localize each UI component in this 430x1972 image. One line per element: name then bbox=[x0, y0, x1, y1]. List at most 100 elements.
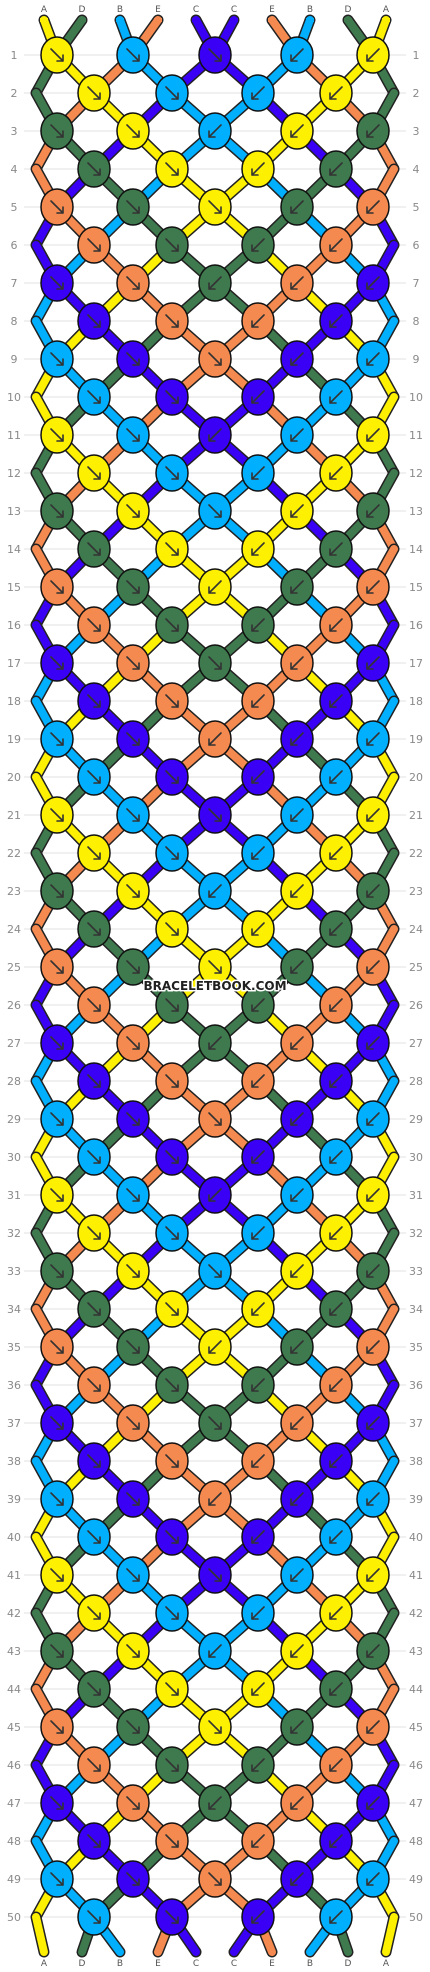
knot bbox=[356, 796, 390, 834]
row-number-right: 32 bbox=[409, 1227, 423, 1240]
forward-knot-icon bbox=[50, 960, 64, 974]
row-number-left: 17 bbox=[7, 657, 21, 670]
knot bbox=[116, 872, 150, 910]
strand-letter-top: E bbox=[269, 5, 275, 15]
backward-knot-icon bbox=[329, 238, 343, 252]
row-number-right: 43 bbox=[409, 1645, 423, 1658]
knot bbox=[241, 1366, 275, 1404]
backward-knot-icon bbox=[366, 1188, 380, 1202]
backward-knot-icon bbox=[251, 1074, 265, 1088]
forward-knot-icon bbox=[50, 732, 64, 746]
knot bbox=[356, 1404, 390, 1442]
knot bbox=[198, 1708, 232, 1746]
knot bbox=[40, 1632, 74, 1670]
backward-knot-icon bbox=[290, 1492, 304, 1506]
backward-knot-icon bbox=[329, 162, 343, 176]
backward-knot-icon bbox=[208, 1188, 222, 1202]
forward-knot-icon bbox=[87, 314, 101, 328]
row-number-right: 41 bbox=[409, 1569, 423, 1582]
knot bbox=[40, 872, 74, 910]
row-number-right: 2 bbox=[413, 87, 420, 100]
knot bbox=[241, 910, 275, 948]
knot bbox=[77, 606, 111, 644]
backward-knot-icon bbox=[366, 580, 380, 594]
knot bbox=[280, 1708, 314, 1746]
backward-knot-icon bbox=[251, 390, 265, 404]
forward-knot-icon bbox=[50, 1416, 64, 1430]
forward-knot-icon bbox=[87, 1226, 101, 1240]
row-number-right: 25 bbox=[409, 961, 423, 974]
backward-knot-icon bbox=[329, 1150, 343, 1164]
row-number-left: 49 bbox=[7, 1873, 21, 1886]
knot bbox=[198, 720, 232, 758]
knot bbox=[280, 112, 314, 150]
backward-knot-icon bbox=[366, 1264, 380, 1278]
forward-knot-icon bbox=[126, 1720, 140, 1734]
backward-knot-icon bbox=[290, 276, 304, 290]
row-number-right: 8 bbox=[413, 315, 420, 328]
backward-knot-icon bbox=[208, 1644, 222, 1658]
strand-tail bbox=[32, 1913, 48, 1956]
knot bbox=[155, 454, 189, 492]
forward-knot-icon bbox=[87, 542, 101, 556]
backward-knot-icon bbox=[329, 1302, 343, 1316]
knot bbox=[155, 1214, 189, 1252]
knot bbox=[40, 1556, 74, 1594]
row-number-left: 1 bbox=[11, 49, 18, 62]
forward-knot-icon bbox=[50, 808, 64, 822]
backward-knot-icon bbox=[366, 732, 380, 746]
row-number-left: 46 bbox=[7, 1759, 21, 1772]
forward-knot-icon bbox=[87, 846, 101, 860]
backward-knot-icon bbox=[290, 1796, 304, 1810]
row-number-left: 4 bbox=[11, 163, 18, 176]
backward-knot-icon bbox=[290, 656, 304, 670]
forward-knot-icon bbox=[126, 504, 140, 518]
backward-knot-icon bbox=[290, 504, 304, 518]
knot bbox=[40, 1024, 74, 1062]
knot bbox=[356, 1632, 390, 1670]
knot bbox=[116, 1404, 150, 1442]
knot bbox=[280, 1860, 314, 1898]
knot bbox=[40, 948, 74, 986]
knot bbox=[241, 986, 275, 1024]
row-number-right: 16 bbox=[409, 619, 423, 632]
knot bbox=[116, 1100, 150, 1138]
backward-knot-icon bbox=[251, 86, 265, 100]
backward-knot-icon bbox=[329, 1910, 343, 1924]
knot bbox=[77, 1670, 111, 1708]
row-number-left: 14 bbox=[7, 543, 21, 556]
knot bbox=[280, 416, 314, 454]
knot bbox=[155, 682, 189, 720]
knot bbox=[241, 302, 275, 340]
knot bbox=[155, 1822, 189, 1860]
row-number-left: 15 bbox=[7, 581, 21, 594]
knot bbox=[241, 1214, 275, 1252]
knot bbox=[40, 720, 74, 758]
row-number-right: 22 bbox=[409, 847, 423, 860]
forward-knot-icon bbox=[50, 1340, 64, 1354]
forward-knot-icon bbox=[50, 656, 64, 670]
row-number-left: 44 bbox=[7, 1683, 21, 1696]
backward-knot-icon bbox=[208, 428, 222, 442]
knot bbox=[356, 1100, 390, 1138]
forward-knot-icon bbox=[50, 48, 64, 62]
knot bbox=[198, 1100, 232, 1138]
knot bbox=[116, 340, 150, 378]
backward-knot-icon bbox=[366, 1112, 380, 1126]
row-number-right: 26 bbox=[409, 999, 423, 1012]
forward-knot-icon bbox=[126, 1264, 140, 1278]
forward-knot-icon bbox=[126, 1416, 140, 1430]
knot bbox=[198, 340, 232, 378]
knot bbox=[241, 1290, 275, 1328]
knot bbox=[319, 74, 353, 112]
knot bbox=[155, 150, 189, 188]
knot bbox=[280, 1252, 314, 1290]
backward-knot-icon bbox=[290, 1340, 304, 1354]
knot bbox=[356, 1556, 390, 1594]
forward-knot-icon bbox=[87, 694, 101, 708]
forward-knot-icon bbox=[165, 770, 179, 784]
knot bbox=[77, 1898, 111, 1936]
backward-knot-icon bbox=[251, 1226, 265, 1240]
forward-knot-icon bbox=[50, 1872, 64, 1886]
knot bbox=[116, 264, 150, 302]
